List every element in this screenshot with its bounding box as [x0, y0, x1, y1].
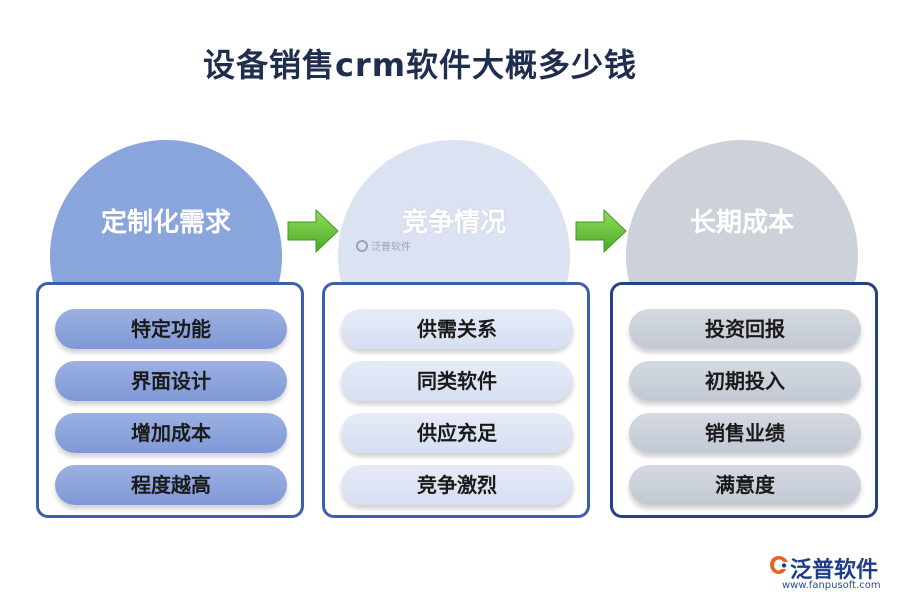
list-item: 同类软件 — [341, 361, 573, 401]
brand-logo: 泛普软件 www.fanpusoft.com — [768, 552, 892, 596]
arrow-right-icon — [287, 208, 339, 254]
watermark-logo-icon — [356, 239, 368, 252]
list-item: 销售业绩 — [629, 413, 861, 453]
list-item: 满意度 — [629, 465, 861, 505]
circle-heading: 竞争情况 — [401, 208, 506, 238]
list-item: 投资回报 — [629, 309, 861, 349]
fanpu-logo-icon — [770, 556, 788, 574]
watermark: 泛普软件 — [356, 238, 411, 253]
list-item: 供需关系 — [341, 309, 573, 349]
list-item: 增加成本 — [55, 413, 287, 453]
watermark-text: 泛普软件 — [371, 242, 411, 253]
brand-name: 泛普软件 — [790, 558, 879, 583]
arrow-right-icon — [575, 208, 627, 254]
list-item: 程度越高 — [55, 465, 287, 505]
panel-competition: 供需关系 同类软件 供应充足 竞争激烈 — [322, 282, 590, 518]
brand-url: www.fanpusoft.com — [782, 580, 881, 591]
circle-heading: 长期成本 — [689, 208, 794, 238]
list-item: 竞争激烈 — [341, 465, 573, 505]
panel-long-term-cost: 投资回报 初期投入 销售业绩 满意度 — [610, 282, 878, 518]
page-title: 设备销售crm软件大概多少钱 — [202, 46, 638, 84]
circle-heading: 定制化需求 — [100, 208, 231, 238]
list-item: 供应充足 — [341, 413, 573, 453]
list-item: 特定功能 — [55, 309, 287, 349]
list-item: 界面设计 — [55, 361, 287, 401]
panel-custom-needs: 特定功能 界面设计 增加成本 程度越高 — [36, 282, 304, 518]
list-item: 初期投入 — [629, 361, 861, 401]
